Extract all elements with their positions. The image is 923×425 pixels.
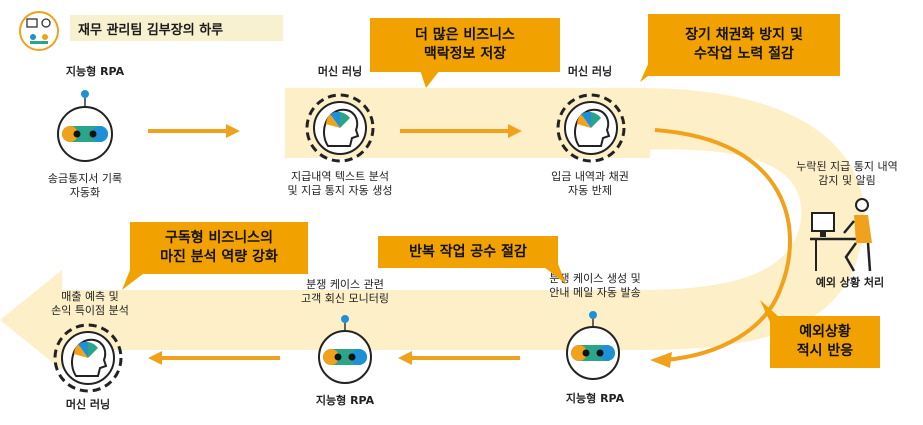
gear-head-icon [305, 93, 375, 163]
callout-pointer [760, 300, 780, 322]
rpa-bm-label: 지능형 RPA [315, 394, 375, 407]
callout-context-storage: 더 많은 비즈니스 맥락정보 저장 [370, 18, 560, 72]
rpa-bm-desc-1: 분쟁 케이스 관련 [306, 278, 384, 291]
callout-line: 구독형 비즈니스의 [165, 230, 273, 246]
callout-pointer [420, 70, 440, 88]
callout-margin-analysis: 구독형 비즈니스의 마진 분석 역량 강화 [130, 222, 308, 274]
robot-icon [57, 90, 113, 162]
callout-receivables: 장기 채권화 방지 및 수작업 노력 절감 [648, 14, 840, 76]
callout-line: 맥락정보 저장 [423, 46, 507, 62]
callout-line: 장기 채권화 방지 및 [685, 27, 803, 43]
exception-desc-2: 감지 및 알림 [818, 174, 876, 187]
callout-line: 수작업 노력 절감 [694, 46, 794, 62]
exception-desc-1: 누락된 지급 통지 내역 [796, 160, 898, 173]
ml-top2-desc-1: 입금 내역과 채권 [551, 170, 629, 183]
ml-top2-desc-2: 자동 반제 [568, 184, 612, 197]
gear-head-icon [556, 93, 626, 163]
robot-icon [566, 311, 620, 380]
rpa-top-desc-1: 송금통지서 기록 [47, 172, 123, 185]
ml-top1-desc-2: 및 지급 통지 자동 생성 [287, 184, 393, 197]
callout-pointer [540, 264, 566, 284]
person-at-desk-icon [810, 198, 872, 272]
callout-exception-response: 예외상황 적시 반응 [770, 316, 880, 368]
ml-top1-label: 머신 러닝 [317, 65, 363, 78]
rpa-top-desc-2: 자동화 [69, 186, 101, 199]
page-title: 재무 관리팀 김부장의 하루 [70, 15, 283, 41]
ml-bl-desc-2: 손익 특이점 분석 [51, 304, 129, 317]
rpa-br-desc-1: 분쟁 케이스 생성 및 [549, 272, 641, 285]
team-icon [19, 11, 59, 51]
robot-icon [318, 315, 372, 384]
callout-pointer [122, 270, 148, 290]
callout-line: 예외상황 [799, 324, 851, 340]
callout-line: 반복 작업 공수 절감 [409, 243, 527, 260]
exception-label: 예외 상황 처리 [815, 276, 885, 289]
rpa-top-label: 지능형 RPA [65, 65, 125, 78]
ml-bl-desc-1: 매출 예측 및 [61, 290, 119, 303]
callout-line: 더 많은 비즈니스 [415, 27, 515, 43]
rpa-br-label: 지능형 RPA [565, 392, 625, 405]
rpa-br-desc-2: 안내 메일 자동 발송 [549, 286, 641, 299]
gear-head-icon [53, 323, 123, 393]
callout-line: 적시 반응 [796, 343, 854, 359]
callout-repetitive-work: 반복 작업 공수 절감 [378, 236, 558, 268]
rpa-bm-desc-2: 고객 회신 모니터링 [301, 292, 389, 305]
ml-top1-desc-1: 지급내역 텍스트 분석 [290, 170, 390, 183]
ml-bl-label: 머신 러닝 [65, 398, 111, 411]
callout-line: 마진 분석 역량 강화 [160, 249, 278, 265]
ml-top2-label: 머신 러닝 [567, 65, 613, 78]
callout-pointer [640, 60, 670, 82]
